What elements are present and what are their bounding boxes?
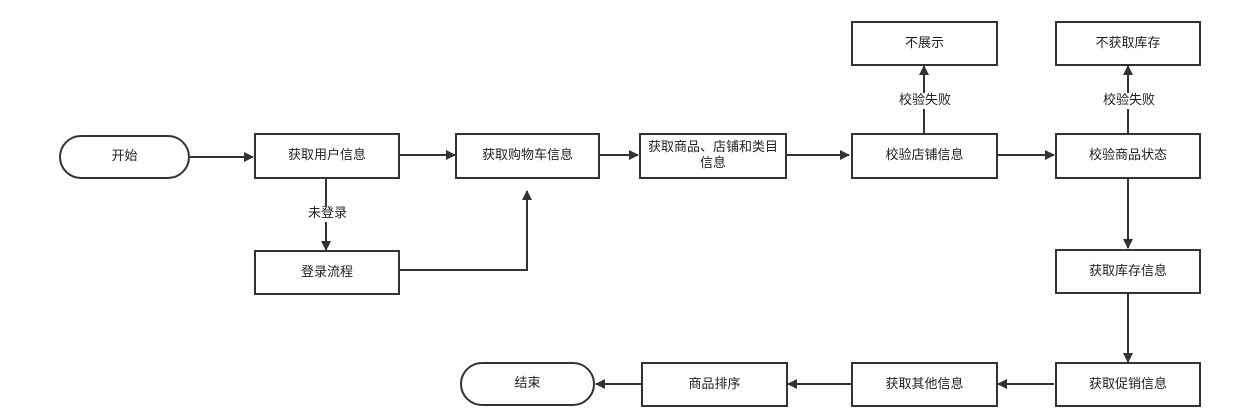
- product-sort-step: 商品排序: [641, 362, 788, 407]
- get-product-store-category-step: 获取商品、店铺和类目信息: [639, 133, 787, 179]
- get-promotion-info-label: 获取促销信息: [1088, 376, 1167, 392]
- not-get-inventory-label: 不获取库存: [1095, 35, 1161, 51]
- get-promotion-info-step: 获取促销信息: [1055, 362, 1201, 407]
- edge-label-verify-failed-store: 校验失败: [897, 93, 954, 109]
- get-inventory-info-step: 获取库存信息: [1055, 249, 1201, 294]
- not-get-inventory-step: 不获取库存: [1055, 21, 1201, 66]
- start-terminal: 开始: [59, 135, 190, 179]
- login-flow-step: 登录流程: [254, 250, 400, 295]
- verify-product-status-label: 校验商品状态: [1088, 148, 1167, 163]
- get-product-store-category-label: 获取商品、店铺和类目信息: [647, 140, 778, 171]
- edge-label-not-logged-in: 未登录: [306, 206, 350, 222]
- get-cart-info-step: 获取购物车信息: [455, 133, 600, 179]
- get-other-info-step: 获取其他信息: [851, 362, 998, 407]
- get-user-info-step: 获取用户信息: [254, 133, 400, 179]
- get-user-info-label: 获取用户信息: [287, 148, 366, 163]
- not-display-label: 不展示: [904, 35, 944, 51]
- verify-store-info-label: 校验店铺信息: [885, 148, 964, 163]
- end-terminal: 结束: [460, 362, 595, 406]
- get-cart-info-label: 获取购物车信息: [481, 148, 573, 163]
- login-flow-label: 登录流程: [300, 264, 353, 280]
- end-label: 结束: [514, 376, 541, 391]
- verify-product-status-step: 校验商品状态: [1055, 133, 1201, 179]
- verify-store-info-step: 校验店铺信息: [851, 133, 998, 179]
- get-inventory-info-label: 获取库存信息: [1088, 263, 1167, 279]
- edge-login-to-cart: [400, 190, 532, 271]
- get-other-info-label: 获取其他信息: [885, 376, 964, 392]
- not-display-step: 不展示: [851, 21, 998, 66]
- edge-label-verify-failed-product: 校验失败: [1101, 93, 1158, 109]
- product-sort-label: 商品排序: [688, 376, 741, 392]
- start-label: 开始: [111, 149, 138, 164]
